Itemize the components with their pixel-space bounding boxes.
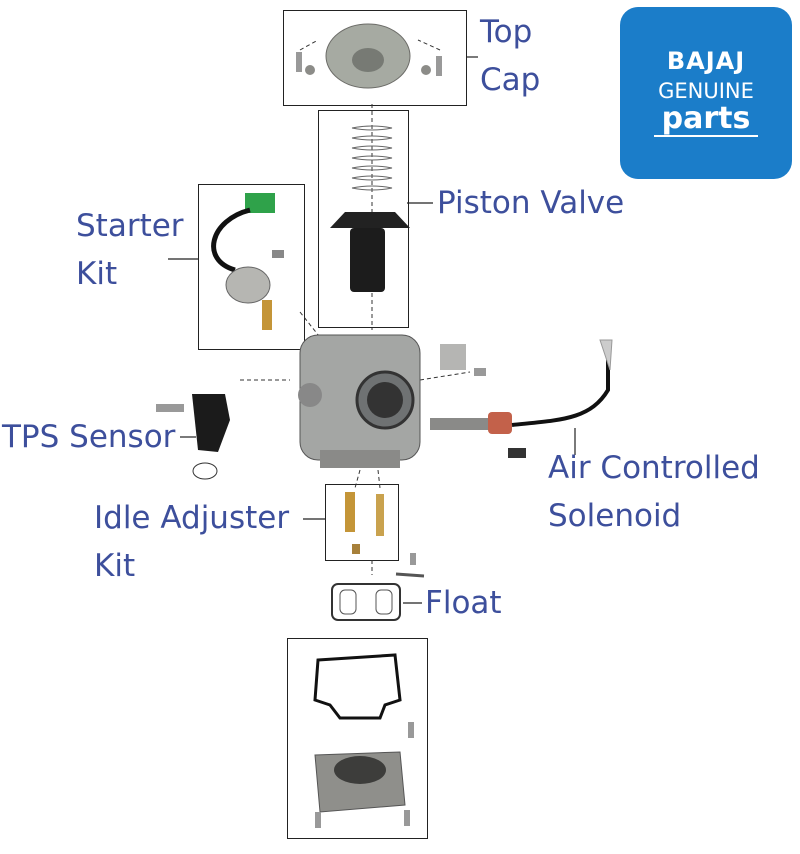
tps-sensor-part: [156, 394, 230, 480]
piston-valve-part: [330, 125, 410, 292]
logo-line2: GENUINE: [658, 79, 754, 103]
logo-brand: BAJAJ: [666, 47, 746, 75]
idle-adjuster-box: [325, 484, 399, 561]
label-idle-adjuster: Idle Adjuster Kit: [94, 500, 290, 584]
label-piston-valve: Piston Valve: [437, 185, 625, 221]
label-tps-sensor: TPS Sensor: [2, 419, 176, 455]
label-float: Float: [425, 585, 502, 621]
starter-kit-part: [211, 193, 284, 330]
logo-underline-arrow-icon: [654, 135, 758, 137]
float-bowl-box: [287, 638, 428, 839]
float-part: [331, 553, 425, 621]
air-solenoid-part: [430, 339, 613, 458]
starter-kit-box: [198, 184, 305, 350]
label-top-cap: Top Cap: [480, 14, 541, 98]
logo-line3: parts: [661, 101, 751, 136]
label-starter-kit: Starter Kit: [76, 208, 184, 292]
top-cap-box: [283, 10, 467, 106]
label-air-solenoid: Air Controlled Solenoid: [548, 450, 760, 534]
idle-adjuster-part: [345, 492, 384, 554]
carburetor-body-part: [298, 334, 421, 468]
bajaj-genuine-parts-logo: BAJAJ GENUINE parts: [620, 7, 792, 179]
top-cap-part: [296, 23, 442, 89]
piston-valve-box: [318, 110, 409, 328]
float-bowl-part: [313, 653, 414, 828]
